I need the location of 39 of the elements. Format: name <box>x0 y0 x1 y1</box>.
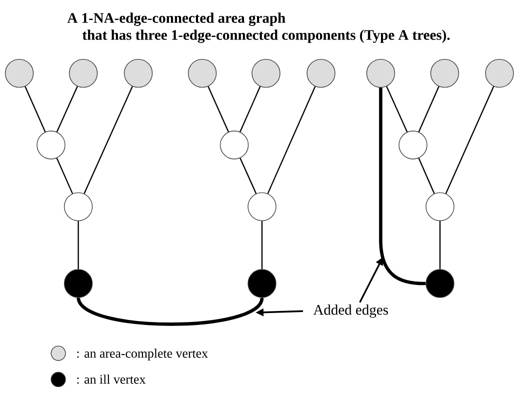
edge-line <box>78 221 79 270</box>
vertex-circle <box>252 58 280 88</box>
annotation-label: Added edges <box>313 304 388 318</box>
vertex-circle <box>124 58 153 88</box>
edge-line <box>418 86 440 132</box>
vertex-circle <box>220 130 249 160</box>
edge-line <box>208 86 229 132</box>
vertex-circle <box>4 58 34 88</box>
vertex-circle <box>485 58 514 88</box>
vertex-circle <box>366 58 396 88</box>
edge-line <box>386 86 408 132</box>
edge-line <box>439 221 441 270</box>
vertex-circle <box>306 58 336 88</box>
vertex-circle <box>188 58 217 88</box>
vertex-circle <box>398 130 428 160</box>
edge-line <box>56 86 78 132</box>
edge-line <box>24 86 46 132</box>
curved-edge <box>379 88 426 286</box>
edge-line <box>240 158 257 194</box>
edge-line <box>418 158 435 194</box>
vertex-circle <box>64 192 93 222</box>
legend-label: : an area-complete vertex <box>77 348 208 360</box>
vertex-circle <box>426 192 454 222</box>
title: A 1-NA-edge-connected area graph that has three 1-edge-connected components (Type A trees). <box>67 12 450 43</box>
edge-line <box>267 86 316 194</box>
edge-line <box>56 158 74 194</box>
curved-edge <box>76 297 264 326</box>
vertex-circle <box>248 192 276 222</box>
vertex-circle <box>64 269 93 298</box>
edge-line <box>261 221 263 270</box>
edge-line <box>84 86 133 194</box>
legend-label: : an ill vertex <box>77 374 146 384</box>
vertex-circle <box>426 269 454 298</box>
vertex-circle <box>36 130 66 160</box>
edge-line <box>240 86 261 132</box>
vertex-circle <box>68 58 98 88</box>
vertex-circle <box>430 58 460 88</box>
vertex-circle <box>248 269 276 298</box>
edge-line <box>445 86 494 194</box>
